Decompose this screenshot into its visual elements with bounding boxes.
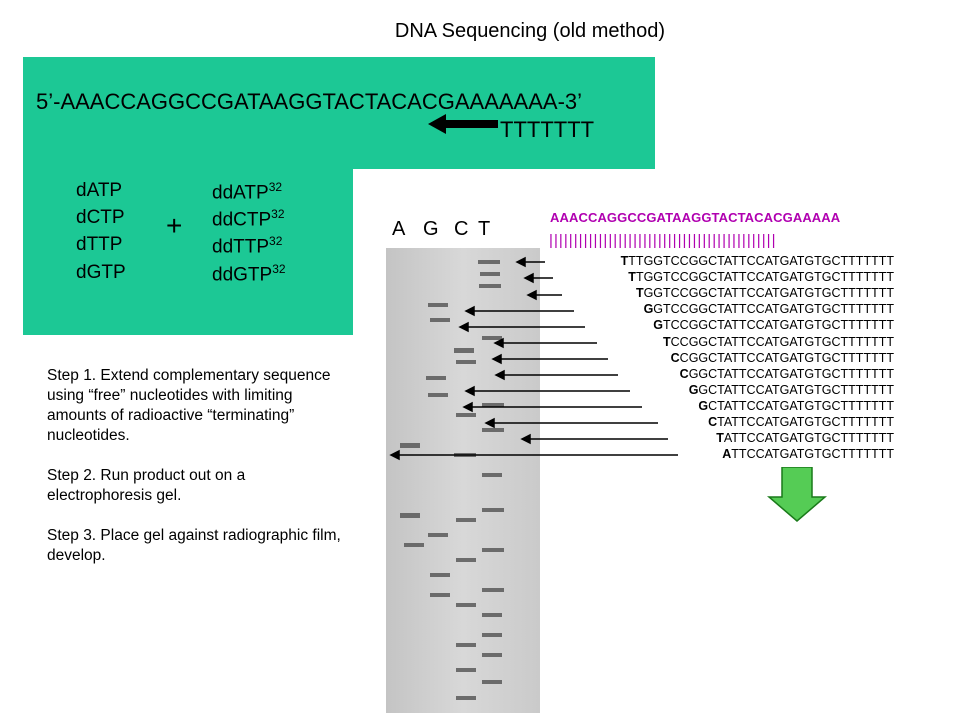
fragment-rest: TTGGTCCGGCTATTCCATGATGTGCTTTTTTT <box>628 254 894 268</box>
ddntp-label: ddATP32 <box>212 180 283 204</box>
sequence-fragment: CGGCTATTCCATGATGTGCTTTTTTT <box>494 367 894 381</box>
terminating-nucleotide: T <box>663 334 671 349</box>
template-sequence: 5’-AAACCAGGCCGATAAGGTACTACACGAAAAAAA-3’ <box>36 89 583 114</box>
reaction-panel-top <box>23 57 655 169</box>
sequence-fragment: TCCGGCTATTCCATGATGTGCTTTTTTT <box>494 335 894 349</box>
step-3: Step 3. Place gel against radiographic f… <box>47 527 341 564</box>
terminating-nucleotide: C <box>708 415 718 429</box>
fragment-rest: TCCGGCTATTCCATGATGTGCTTTTTTT <box>663 318 894 333</box>
terminating-nucleotide: A <box>722 447 732 462</box>
steps-text: Step 1. Extend complementary sequence us… <box>47 366 347 586</box>
ddntp-label: ddTTP32 <box>212 234 283 258</box>
fragment-rest: GGCTATTCCATGATGTGCTTTTTTT <box>688 366 894 381</box>
lane-label-a: A <box>392 218 406 240</box>
terminating-nucleotide: C <box>670 350 680 365</box>
fragment-rest: TTCCATGATGTGCTTTTTTT <box>731 447 894 462</box>
ddntp-label: ddGTP32 <box>212 262 286 286</box>
terminating-nucleotide: G <box>698 398 709 413</box>
sequence-fragment: TTTGGTCCGGCTATTCCATGATGTGCTTTTTTT <box>494 254 894 268</box>
sequence-fragment: GCTATTCCATGATGTGCTTTTTTT <box>494 399 894 413</box>
terminating-nucleotide: G <box>643 302 654 317</box>
terminating-nucleotide: T <box>716 431 724 446</box>
fragment-rest: CCGGCTATTCCATGATGTGCTTTTTTT <box>670 334 894 349</box>
sequence-fragment: TTGGTCCGGCTATTCCATGATGTGCTTTTTTT <box>494 270 894 284</box>
plus-sign: + <box>166 210 183 241</box>
down-arrow-icon <box>767 467 827 522</box>
dntp-label: dTTP <box>76 234 123 255</box>
reaction-panel-bottom <box>23 168 353 335</box>
fragment-rest: TATTCCATGATGTGCTTTTTTT <box>717 415 894 429</box>
terminating-nucleotide: C <box>679 366 689 381</box>
fragment-rest: GTCCGGCTATTCCATGATGTGCTTTTTTT <box>653 302 894 317</box>
fragment-rest: CGGCTATTCCATGATGTGCTTTTTTT <box>679 350 894 365</box>
terminating-nucleotide: G <box>653 318 664 333</box>
fragment-rest: ATTCCATGATGTGCTTTTTTT <box>723 431 894 446</box>
terminating-nucleotide: T <box>628 270 636 285</box>
primer-sequence: TTTTTTT <box>500 117 595 142</box>
dntp-label: dATP <box>76 180 123 201</box>
terminating-nucleotide: T <box>635 286 644 301</box>
sequence-fragment: GTCCGGCTATTCCATGATGTGCTTTTTTT <box>494 318 894 332</box>
left-arrow-icon <box>428 114 498 134</box>
lane-label-t: T <box>478 218 491 240</box>
lane-label-g: G <box>423 218 439 240</box>
sequence-fragment: TGGTCCGGCTATTCCATGATGTGCTTTTTTT <box>494 286 894 300</box>
reference-bars: ||||||||||||||||||||||||||||||||||||||||… <box>549 232 777 249</box>
terminating-nucleotide: G <box>688 382 699 397</box>
fragment-rest: TGGTCCGGCTATTCCATGATGTGCTTTTTTT <box>635 270 894 285</box>
sequence-fragment: TATTCCATGATGTGCTTTTTTT <box>494 431 894 445</box>
sequence-fragment: CTATTCCATGATGTGCTTTTTTT <box>494 415 894 429</box>
lane-label-c: C <box>454 218 469 240</box>
step-2: Step 2. Run product out on a electrophor… <box>47 467 246 504</box>
sequence-fragment: CCGGCTATTCCATGATGTGCTTTTTTT <box>494 351 894 365</box>
ddntp-label: ddCTP32 <box>212 207 285 231</box>
slide-title: DNA Sequencing (old method) <box>394 20 666 42</box>
fragment-rest: GGTCCGGCTATTCCATGATGTGCTTTTTTT <box>643 286 894 301</box>
reference-sequence: AAACCAGGCCGATAAGGTACTACACGAAAAA <box>550 210 841 225</box>
sequence-fragment: GGCTATTCCATGATGTGCTTTTTTT <box>494 383 894 397</box>
terminating-nucleotide: T <box>620 254 629 268</box>
fragment-rest: CTATTCCATGATGTGCTTTTTTT <box>708 398 894 413</box>
sequence-fragment: GGTCCGGCTATTCCATGATGTGCTTTTTTT <box>494 302 894 316</box>
dntp-label: dCTP <box>76 207 125 228</box>
step-1: Step 1. Extend complementary sequence us… <box>47 367 331 444</box>
fragment-rest: GCTATTCCATGATGTGCTTTTTTT <box>698 382 894 397</box>
dntp-label: dGTP <box>76 262 126 283</box>
sequence-fragment: ATTCCATGATGTGCTTTTTTT <box>494 447 894 461</box>
